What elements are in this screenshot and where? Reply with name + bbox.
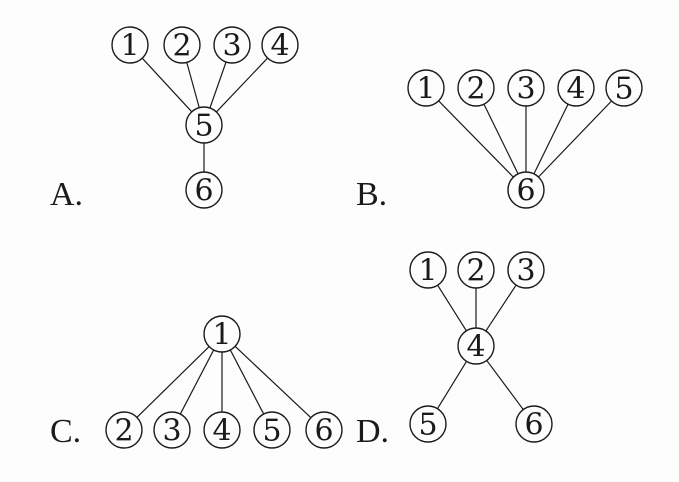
node-1: 1: [409, 251, 447, 289]
node-circle: [153, 411, 191, 449]
node-circle: [409, 405, 447, 443]
edge-4-5: [436, 361, 468, 409]
node-number: 5: [262, 414, 281, 449]
node-1: 1: [111, 26, 149, 64]
node-circle: [163, 26, 201, 64]
edge-1-4: [437, 284, 467, 332]
node-number: 3: [516, 72, 535, 107]
node-6: 6: [185, 171, 223, 209]
node-circle: [213, 26, 251, 64]
node-number: 4: [270, 29, 289, 64]
node-number: 3: [516, 254, 535, 289]
node-circle: [185, 171, 223, 209]
node-circle: [507, 69, 545, 107]
node-number: 6: [516, 174, 535, 209]
edge-4-6: [486, 360, 524, 410]
node-2: 2: [457, 69, 495, 107]
edge-3-4: [485, 284, 517, 332]
edge-3-5: [209, 61, 227, 109]
node-circle: [457, 327, 495, 365]
option-label: B.: [356, 176, 387, 213]
node-number: 6: [194, 174, 213, 209]
node-4: 4: [457, 327, 495, 365]
node-4: 4: [203, 411, 241, 449]
edge-4-5: [215, 57, 269, 113]
node-6: 6: [507, 171, 545, 209]
node-number: 2: [172, 29, 191, 64]
node-number: 6: [524, 408, 543, 443]
node-number: 6: [314, 414, 333, 449]
edge-2-6: [483, 103, 519, 175]
edge-1-5: [229, 349, 265, 415]
node-circle: [305, 411, 343, 449]
edge-1-5: [141, 57, 193, 113]
node-3: 3: [507, 251, 545, 289]
node-circle: [261, 26, 299, 64]
node-number: 4: [212, 414, 231, 449]
node-3: 3: [213, 26, 251, 64]
node-1: 1: [203, 315, 241, 353]
node-number: 4: [466, 330, 485, 365]
node-number: 1: [416, 72, 435, 107]
node-circle: [605, 69, 643, 107]
node-number: 2: [114, 414, 133, 449]
node-number: 4: [566, 72, 585, 107]
node-circle: [185, 106, 223, 144]
node-circle: [507, 171, 545, 209]
node-circle: [515, 405, 553, 443]
edge-1-3: [179, 349, 215, 415]
edge-4-6: [533, 103, 569, 175]
node-number: 3: [162, 414, 181, 449]
node-6: 6: [305, 411, 343, 449]
node-circle: [409, 251, 447, 289]
edge-5-6: [538, 100, 612, 178]
option-label: C.: [50, 413, 81, 450]
node-number: 3: [222, 29, 241, 64]
node-5: 5: [409, 405, 447, 443]
node-5: 5: [605, 69, 643, 107]
node-circle: [407, 69, 445, 107]
edge-1-6: [438, 100, 514, 178]
node-number: 2: [466, 72, 485, 107]
node-number: 1: [120, 29, 139, 64]
node-circle: [105, 411, 143, 449]
node-circle: [203, 411, 241, 449]
option-label: D.: [356, 413, 389, 450]
node-5: 5: [253, 411, 291, 449]
node-circle: [203, 315, 241, 353]
node-4: 4: [261, 26, 299, 64]
node-3: 3: [153, 411, 191, 449]
node-3: 3: [507, 69, 545, 107]
node-circle: [557, 69, 595, 107]
edge-2-5: [186, 62, 200, 108]
node-4: 4: [557, 69, 595, 107]
node-2: 2: [163, 26, 201, 64]
node-number: 2: [466, 254, 485, 289]
edge-1-2: [136, 346, 210, 418]
edge-1-6: [234, 345, 312, 419]
node-2: 2: [105, 411, 143, 449]
node-number: 5: [194, 109, 213, 144]
node-circle: [457, 69, 495, 107]
node-number: 5: [418, 408, 437, 443]
node-5: 5: [185, 106, 223, 144]
node-circle: [253, 411, 291, 449]
node-1: 1: [407, 69, 445, 107]
node-circle: [457, 251, 495, 289]
node-2: 2: [457, 251, 495, 289]
node-6: 6: [515, 405, 553, 443]
option-label: A.: [50, 176, 83, 213]
node-circle: [111, 26, 149, 64]
node-number: 1: [212, 318, 231, 353]
node-number: 5: [614, 72, 633, 107]
node-circle: [507, 251, 545, 289]
node-number: 1: [418, 254, 437, 289]
